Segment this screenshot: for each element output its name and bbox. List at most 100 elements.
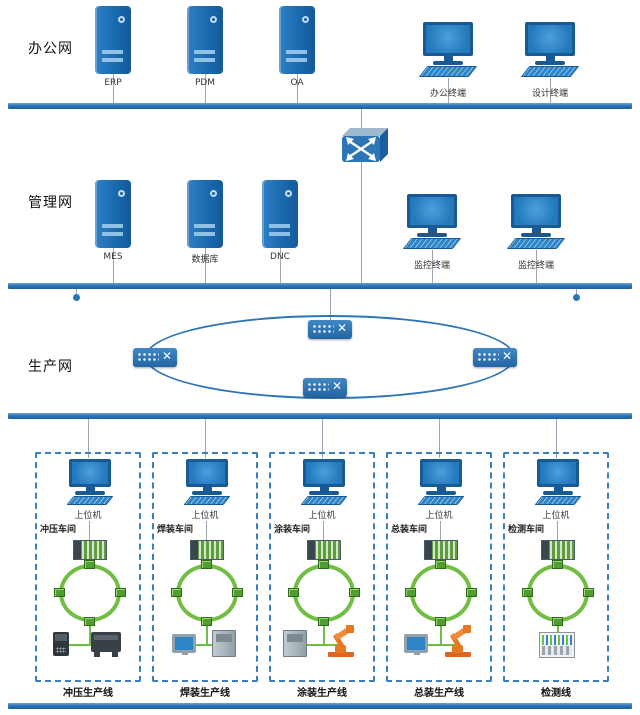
host-label: 上位机 [189, 511, 221, 521]
server-label: DNC [270, 252, 290, 262]
server-vent-slots [194, 224, 215, 228]
connector-line [205, 74, 206, 103]
monitor-stand [319, 487, 329, 491]
bus-tap-dot [73, 294, 80, 301]
monitor-stand [553, 487, 563, 491]
ring-node-icon [318, 617, 329, 626]
welder-cabinet-icon [212, 630, 236, 657]
host-label: 上位机 [423, 511, 455, 521]
monitor-screen [423, 22, 473, 56]
ring-node-icon [84, 617, 95, 626]
server-icon-pdm [187, 6, 223, 74]
connector-line [205, 419, 206, 458]
line-label: 涂装生产线 [294, 684, 350, 699]
server-icon-dnc [262, 180, 298, 248]
test-station-icon [539, 632, 575, 658]
connector-line [440, 520, 441, 540]
server-vent-slots [269, 224, 290, 228]
monitor-screen [69, 459, 111, 487]
workshop-box-painting: 上位机 涂装车间 [269, 452, 375, 682]
server-vent-slots [102, 224, 123, 228]
hmi-panel-icon [404, 634, 428, 655]
ring-network-icon [293, 564, 355, 622]
terminal-label: 办公终端 [429, 89, 467, 99]
connector-line [556, 419, 557, 458]
monitor-screen [525, 22, 575, 56]
ring-switch-icon [133, 348, 177, 367]
server-power-dot [285, 190, 292, 197]
monitor-base [543, 491, 573, 495]
ring-node-icon [232, 588, 243, 597]
ring-switch-icon [473, 348, 517, 367]
green-bus-line [206, 622, 208, 644]
monitor-screen [511, 194, 561, 228]
host-computer-icon [534, 459, 582, 505]
connector-line [113, 248, 114, 283]
connector-line [557, 520, 558, 540]
host-label: 上位机 [306, 511, 338, 521]
server-power-dot [210, 190, 217, 197]
ring-node-icon [349, 588, 360, 597]
monitor-base [75, 491, 105, 495]
server-power-dot [118, 190, 125, 197]
keyboard-icon [402, 238, 462, 249]
keyboard-icon [66, 496, 114, 505]
server-icon-erp [95, 6, 131, 74]
management-network-bus [8, 283, 632, 289]
ring-node-icon [405, 588, 416, 597]
connector-line [206, 520, 207, 540]
connector-line [432, 250, 433, 283]
core-switch-icon [342, 128, 388, 162]
keyboard-icon [417, 496, 465, 505]
ring-network-icon [527, 564, 589, 622]
keyboard-icon [300, 496, 348, 505]
server-icon-mes [95, 180, 131, 248]
keyboard-icon [418, 66, 478, 77]
server-power-dot [210, 16, 217, 23]
connector-line [439, 419, 440, 458]
monitor-screen [186, 459, 228, 487]
server-vent-slots [102, 50, 123, 54]
bus-tap-line [76, 289, 77, 295]
press-machine-icon [91, 632, 121, 657]
monitor-stand [436, 487, 446, 491]
plc-icon [190, 540, 224, 560]
connector-line [113, 74, 114, 103]
connector-line [448, 78, 449, 103]
server-label: OA [290, 78, 304, 88]
connector-line [89, 520, 90, 540]
green-bus-line [182, 644, 226, 646]
connector-line [205, 248, 206, 283]
server-label: MES [103, 252, 123, 262]
ring-node-icon [171, 588, 182, 597]
monitor-stand [85, 487, 95, 491]
host-computer-icon [66, 459, 114, 505]
workshop-name-label: 涂装车间 [273, 522, 312, 535]
server-power-dot [118, 16, 125, 23]
host-label: 上位机 [72, 511, 104, 521]
plc-icon [73, 540, 107, 560]
monitor-base [417, 233, 447, 237]
monitor-base [309, 491, 339, 495]
plc-icon [424, 540, 458, 560]
server-label: ERP [104, 78, 122, 88]
host-computer-icon [300, 459, 348, 505]
production-network-bus [8, 413, 632, 419]
workshop-box-stamping: 上位机 冲压车间 [35, 452, 141, 682]
bus-tap-line [576, 289, 577, 295]
hmi-panel-icon [172, 634, 196, 655]
connector-line [550, 78, 551, 103]
line-label: 检测线 [538, 684, 574, 699]
connector-line [322, 419, 323, 458]
management-network-label: 管理网 [28, 195, 73, 211]
monitor-base [192, 491, 222, 495]
keyboard-icon [506, 238, 566, 249]
workshop-name-label: 焊装车间 [156, 522, 195, 535]
monitor-screen [303, 459, 345, 487]
production-network-label: 生产网 [28, 359, 73, 375]
plc-icon [307, 540, 341, 560]
line-label: 冲压生产线 [60, 684, 116, 699]
connector-line [536, 250, 537, 283]
workshop-name-label: 冲压车间 [39, 522, 78, 535]
